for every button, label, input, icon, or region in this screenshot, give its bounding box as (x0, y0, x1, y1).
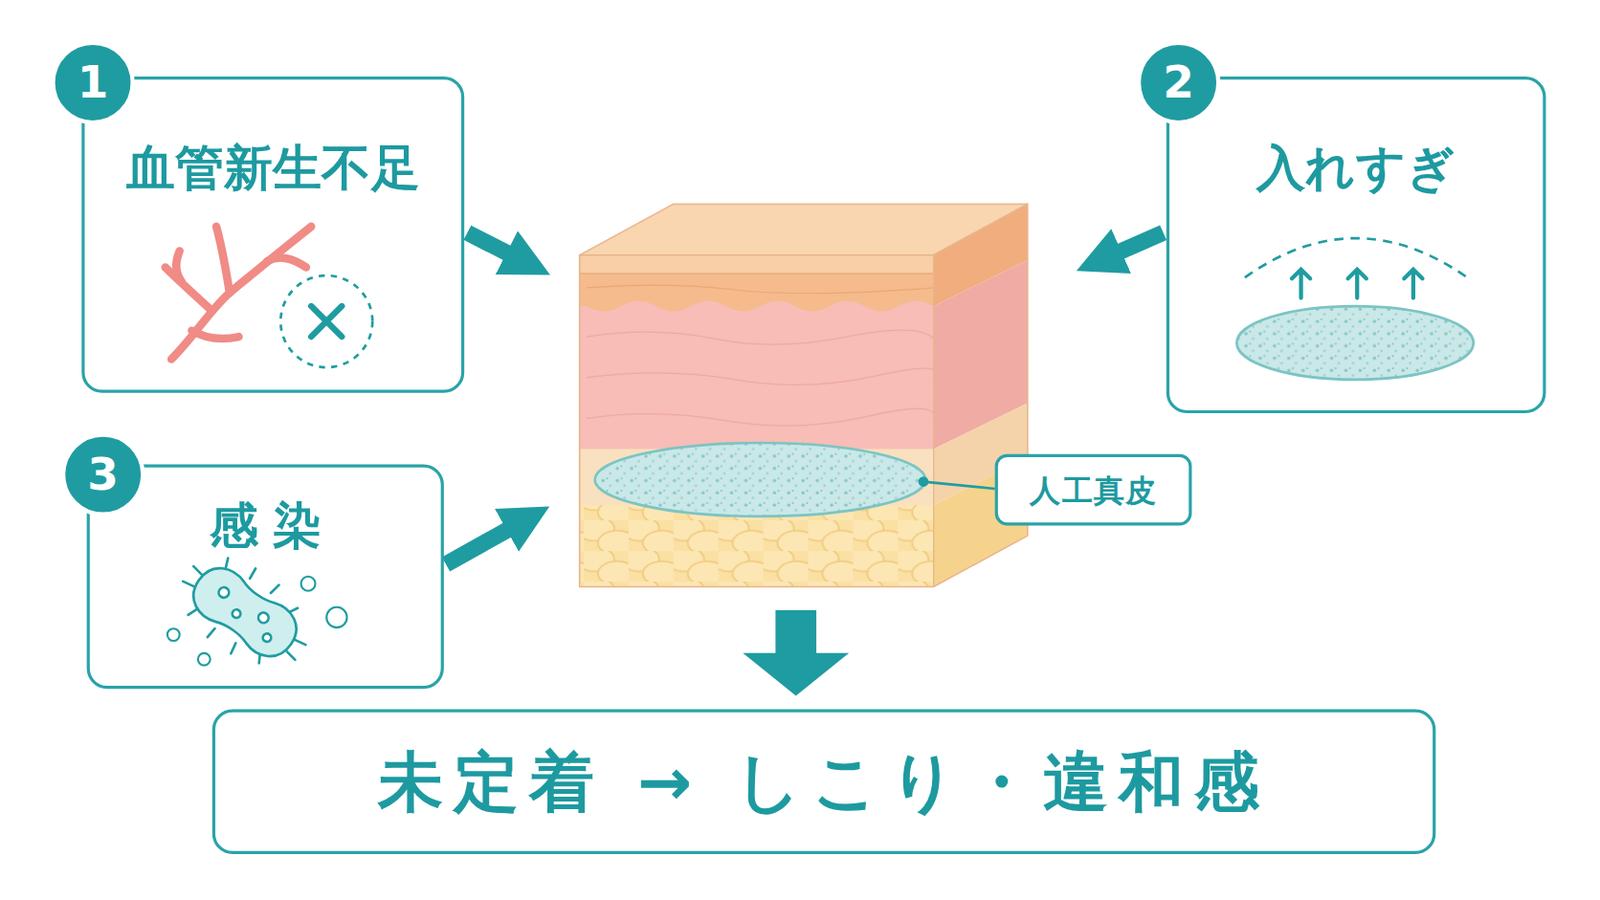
cause-box: 血管新生不足 (81, 76, 465, 394)
skin-block (579, 203, 1028, 587)
part-label: 人工真皮 (1029, 473, 1156, 508)
down-arrow (742, 610, 849, 697)
cause-box: 感染 (87, 464, 445, 689)
cause-title: 血管新生不足 (85, 140, 462, 195)
callout-circle: 3 (61, 432, 145, 516)
result-text: 未定着 → しこり・違和感 (377, 746, 1270, 819)
cause-box: 入れすぎ (1166, 76, 1547, 414)
callout-number: 1 (77, 60, 110, 106)
artificial-dermis-implant (595, 443, 996, 517)
part-label-box: 人工真皮 (995, 454, 1193, 527)
callout-circle: 2 (1136, 41, 1221, 125)
callout-number: 2 (1162, 60, 1195, 106)
callout-circle: 1 (50, 41, 134, 125)
callout-number: 3 (87, 452, 119, 498)
cause-title: 感染 (89, 498, 442, 553)
result-box: 未定着 → しこり・違和感 (212, 709, 1437, 854)
cause-title: 入れすぎ (1169, 140, 1543, 195)
